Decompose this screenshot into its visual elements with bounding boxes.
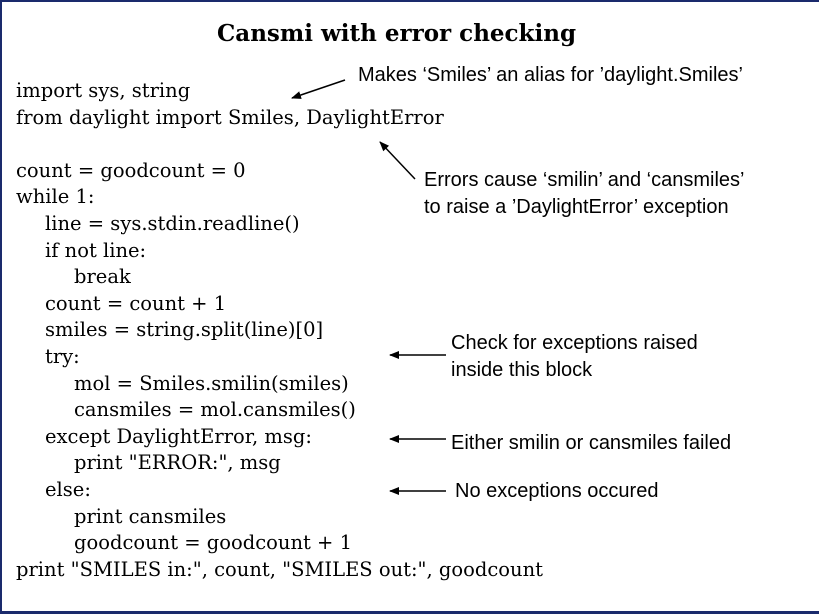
code-line: while 1: <box>16 185 95 209</box>
annotation-alias: Makes ‘Smiles’ an alias for ’daylight.Sm… <box>358 64 743 86</box>
annotation-errors-line2: to raise a ’DaylightError’ exception <box>424 196 729 218</box>
code-line: line = sys.stdin.readline() <box>45 211 300 235</box>
annotation-no-exceptions: No exceptions occured <box>455 480 659 502</box>
code-line: if not line: <box>45 238 147 262</box>
arrow-alias <box>291 79 346 99</box>
code-line: except DaylightError, msg: <box>45 424 312 448</box>
code-line: else: <box>45 477 91 501</box>
code-line: print "ERROR:", msg <box>74 451 281 475</box>
code-line: cansmiles = mol.cansmiles() <box>74 398 356 422</box>
annotation-errors-line1: Errors cause ‘smilin’ and ‘cansmiles’ <box>424 169 745 191</box>
code-line: print "SMILES in:", count, "SMILES out:"… <box>16 557 543 581</box>
annotation-failed: Either smilin or cansmiles failed <box>451 432 732 454</box>
code-line: print cansmiles <box>74 504 227 528</box>
code-line: break <box>74 265 131 289</box>
code-line: count = goodcount = 0 <box>16 158 246 182</box>
annotation-check-line1: Check for exceptions raised <box>451 332 698 354</box>
code-line: smiles = string.split(line)[0] <box>45 318 324 342</box>
code-line: from daylight import Smiles, DaylightErr… <box>16 105 444 129</box>
slide-title: Cansmi with error checking <box>217 20 577 47</box>
arrow-errors <box>379 141 416 180</box>
code-line: goodcount = goodcount + 1 <box>74 531 352 555</box>
annotation-check-line2: inside this block <box>451 359 593 381</box>
code-listing: import sys, string from daylight import S… <box>16 78 543 583</box>
code-line: mol = Smiles.smilin(smiles) <box>74 371 349 395</box>
code-line: try: <box>45 344 80 368</box>
code-line: import sys, string <box>16 79 191 102</box>
code-line: count = count + 1 <box>45 291 227 315</box>
